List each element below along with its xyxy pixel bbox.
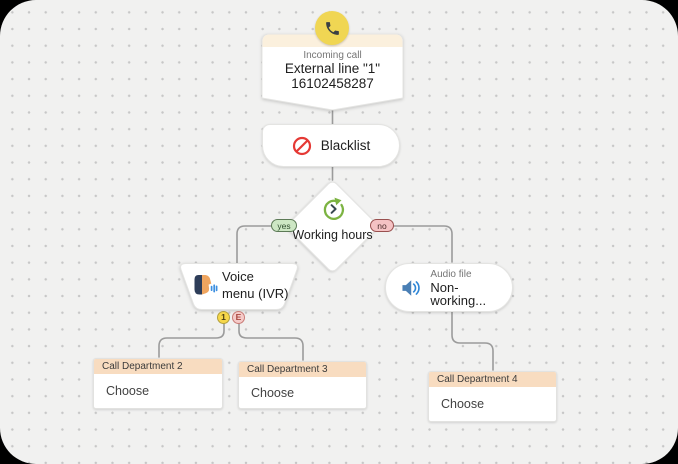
department-2-choose-select[interactable]: Choose (106, 384, 150, 398)
voice-menu-label-line1: Voice (222, 269, 254, 284)
node-audio-file[interactable]: Audio file Non-working... (385, 263, 513, 312)
connector-porte-dept3 (238, 323, 304, 361)
connector-yes-ivr (236, 225, 287, 264)
working-hours-label: Working hours (292, 228, 373, 242)
node-call-department-4[interactable]: Call Department 4 Choose (428, 371, 557, 422)
ivr-port-e[interactable]: E (232, 311, 245, 324)
node-voice-menu-ivr[interactable]: Voice menu (IVR) (178, 263, 300, 310)
node-blacklist[interactable]: Blacklist (262, 124, 400, 167)
node-incoming-call[interactable]: Incoming call External line "1" 16102458… (262, 11, 403, 111)
phone-badge (315, 11, 349, 45)
block-icon (292, 136, 311, 155)
speaking-head-icon (194, 275, 218, 295)
department-3-choose-select[interactable]: Choose (251, 385, 295, 400)
department-3-header: Call Department 3 (239, 362, 366, 377)
department-2-header: Call Department 2 (94, 359, 222, 374)
connector-no-audio (378, 225, 453, 263)
clock-refresh-icon (323, 197, 344, 220)
audio-file-label: Non-working... (430, 280, 487, 308)
node-call-department-3[interactable]: Call Department 3 Choose (238, 361, 367, 409)
blacklist-label: Blacklist (320, 138, 371, 153)
working-hours-content: Working hours (292, 196, 373, 243)
no-branch-pill[interactable]: no (370, 219, 394, 232)
voice-menu-label: Voice menu (IVR) (222, 269, 288, 302)
voice-menu-label-line2: menu (IVR) (222, 285, 289, 301)
speaker-icon (402, 279, 420, 296)
yes-branch-pill[interactable]: yes (271, 219, 297, 232)
connector-audio-dept4 (451, 311, 494, 371)
audio-file-title: Audio file (430, 269, 472, 280)
phone-icon (325, 21, 339, 35)
node-call-department-2[interactable]: Call Department 2 Choose (93, 358, 223, 409)
ivr-shape (180, 263, 298, 310)
department-4-header: Call Department 4 (429, 372, 556, 387)
incoming-call-title: Incoming call (303, 50, 362, 61)
ivr-port-1[interactable]: 1 (217, 311, 230, 324)
incoming-call-line: External line "1" (284, 61, 381, 76)
connector-port1-dept2 (158, 323, 225, 358)
department-4-choose-select[interactable]: Choose (441, 397, 485, 411)
incoming-call-number: 16102458287 (291, 76, 374, 91)
